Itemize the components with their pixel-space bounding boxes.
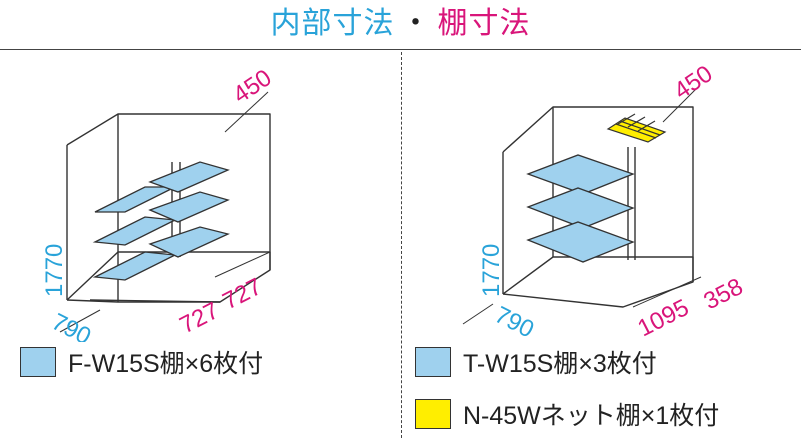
right-box-back-top xyxy=(502,106,694,282)
right-height-label: 1770 xyxy=(478,244,505,297)
title-separator: ・ xyxy=(400,7,432,40)
right-box-floor xyxy=(502,256,694,308)
right-legend-net: N-45Wネット棚×1枚付 xyxy=(415,396,719,432)
panel-divider xyxy=(401,52,402,438)
left-legend: F-W15S棚×6枚付 xyxy=(20,344,263,380)
right-depth-top-label: 450 xyxy=(669,60,717,105)
title-internal-dimensions: 内部寸法 xyxy=(270,7,395,40)
left-shelf-2 xyxy=(148,161,230,193)
right-legend-label-2: N-45Wネット棚×1枚付 xyxy=(463,402,720,430)
page-title: 内部寸法・棚寸法 xyxy=(0,6,801,42)
right-depth-bottom-label: 790 xyxy=(490,301,538,342)
right-storage-diagram: 450 1770 790 1095 358 xyxy=(462,60,747,342)
shelf-swatch-icon xyxy=(20,347,56,377)
header: 内部寸法・棚寸法 xyxy=(0,0,801,50)
left-box-back-top xyxy=(66,113,271,270)
right-shelf-1 xyxy=(526,154,635,195)
left-width-a-label: 727 xyxy=(175,297,223,339)
right-width-b-label: 358 xyxy=(699,273,747,315)
left-depth-top-label: 450 xyxy=(228,64,276,109)
left-depth-bottom-label: 790 xyxy=(47,308,95,342)
header-rule xyxy=(0,49,801,50)
left-box-floor-front xyxy=(89,299,221,303)
right-width-a-label: 1095 xyxy=(633,294,693,342)
right-legend-label-1: T-W15S棚×3枚付 xyxy=(463,350,657,378)
shelf-swatch-icon xyxy=(415,347,451,377)
left-shelf-6 xyxy=(148,226,230,258)
net-swatch-icon xyxy=(415,399,451,429)
right-shelf-2 xyxy=(526,187,635,229)
right-legend-shelf: T-W15S棚×3枚付 xyxy=(415,344,657,380)
left-shelf-4 xyxy=(148,191,230,223)
left-width-b-label: 727 xyxy=(218,273,266,315)
left-shelf-5 xyxy=(92,251,178,281)
left-legend-label: F-W15S棚×6枚付 xyxy=(68,350,264,378)
right-shelf-3 xyxy=(526,221,635,263)
left-height-label: 1770 xyxy=(41,244,68,297)
title-shelf-dimensions: 棚寸法 xyxy=(437,7,531,40)
left-storage-diagram: 450 1770 790 727 727 xyxy=(41,64,277,342)
